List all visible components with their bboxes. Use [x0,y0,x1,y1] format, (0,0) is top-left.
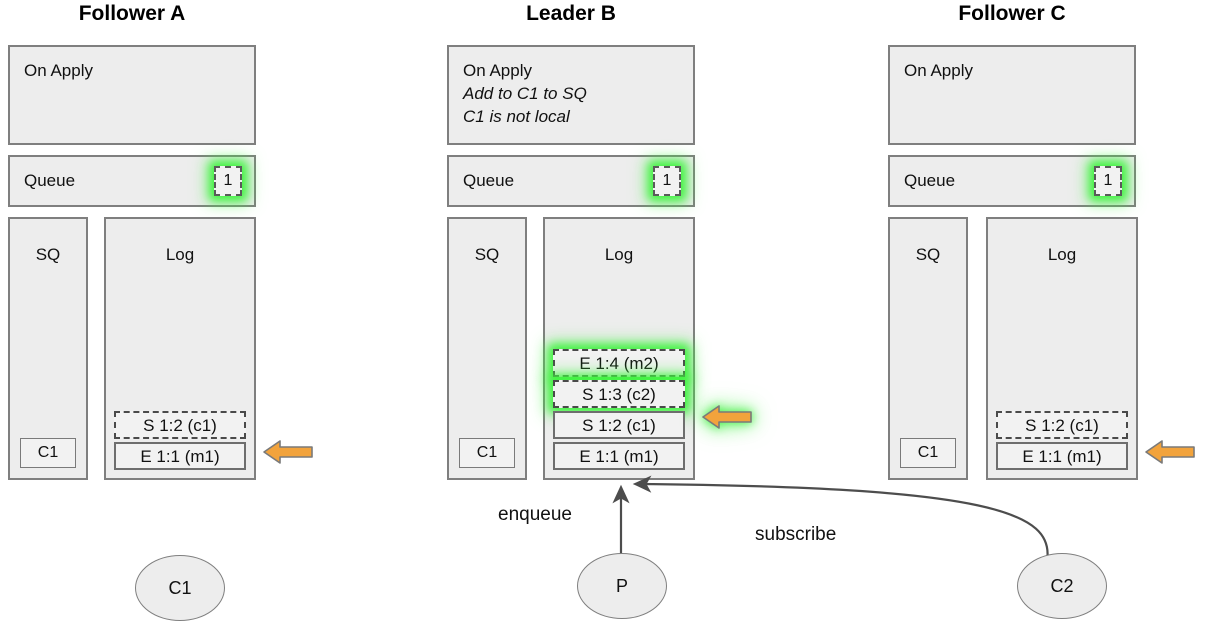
log-entry: S 1:3 (c2) [553,380,685,408]
sq-item: C1 [459,438,515,468]
node-title-follower-c: Follower C [958,2,1066,25]
log-panel-leader-b: Log E 1:4 (m2) S 1:3 (c2) S 1:2 (c1) E 1… [543,217,695,480]
log-entry: S 1:2 (c1) [114,411,246,439]
producer-node-p[interactable]: P [577,553,667,619]
sq-title: SQ [35,245,61,264]
sq-item: C1 [900,438,956,468]
log-title: Log [165,245,195,264]
log-entry: E 1:1 (m1) [553,442,685,470]
log-entry: E 1:4 (m2) [553,349,685,377]
log-entry: S 1:2 (c1) [553,411,685,439]
on-apply-panel-follower-c: On Apply [888,45,1136,145]
log-title: Log [1047,245,1077,264]
edge-label-subscribe: subscribe [755,524,837,545]
log-entry: E 1:1 (m1) [114,442,246,470]
queue-count-badge: 1 [653,166,681,196]
on-apply-header: On Apply [24,61,93,80]
sq-panel-follower-c: SQ C1 [888,217,968,480]
log-panel-follower-a: Log S 1:2 (c1) E 1:1 (m1) [104,217,256,480]
on-apply-note: Add to C1 to SQ [463,84,587,103]
log-entry: E 1:1 (m1) [996,442,1128,470]
on-apply-header: On Apply [463,61,532,80]
queue-count-badge: 1 [214,166,242,196]
sq-panel-follower-a: SQ C1 [8,217,88,480]
client-node-c2[interactable]: C2 [1017,553,1107,619]
commit-pointer-arrow-leader-b [701,402,753,432]
queue-panel-follower-a: Queue 1 [8,155,256,207]
edge-subscribe-line [632,475,1049,562]
queue-label: Queue [463,171,515,190]
on-apply-panel-follower-a: On Apply [8,45,256,145]
log-entry-list: S 1:2 (c1) E 1:1 (m1) [996,411,1128,470]
commit-pointer-arrow-follower-c [1144,437,1196,467]
log-title: Log [604,245,634,264]
node-title-leader-b: Leader B [526,2,616,25]
sq-title: SQ [915,245,941,264]
log-entry-list: E 1:4 (m2) S 1:3 (c2) S 1:2 (c1) E 1:1 (… [553,349,685,470]
queue-panel-leader-b: Queue 1 [447,155,695,207]
sq-title: SQ [474,245,500,264]
sq-item: C1 [20,438,76,468]
log-entry-list: S 1:2 (c1) E 1:1 (m1) [114,411,246,470]
queue-panel-follower-c: Queue 1 [888,155,1136,207]
queue-label: Queue [24,171,76,190]
client-node-c1[interactable]: C1 [135,555,225,621]
log-panel-follower-c: Log S 1:2 (c1) E 1:1 (m1) [986,217,1138,480]
on-apply-panel-leader-b: On Apply Add to C1 to SQ C1 is not local [447,45,695,145]
on-apply-note: C1 is not local [463,107,570,126]
log-entry: S 1:2 (c1) [996,411,1128,439]
on-apply-header: On Apply [904,61,973,80]
commit-pointer-arrow-follower-a [262,437,314,467]
edge-label-enqueue: enqueue [498,504,572,525]
node-title-follower-a: Follower A [78,2,186,25]
queue-label: Queue [904,171,956,190]
queue-count-badge: 1 [1094,166,1122,196]
sq-panel-leader-b: SQ C1 [447,217,527,480]
